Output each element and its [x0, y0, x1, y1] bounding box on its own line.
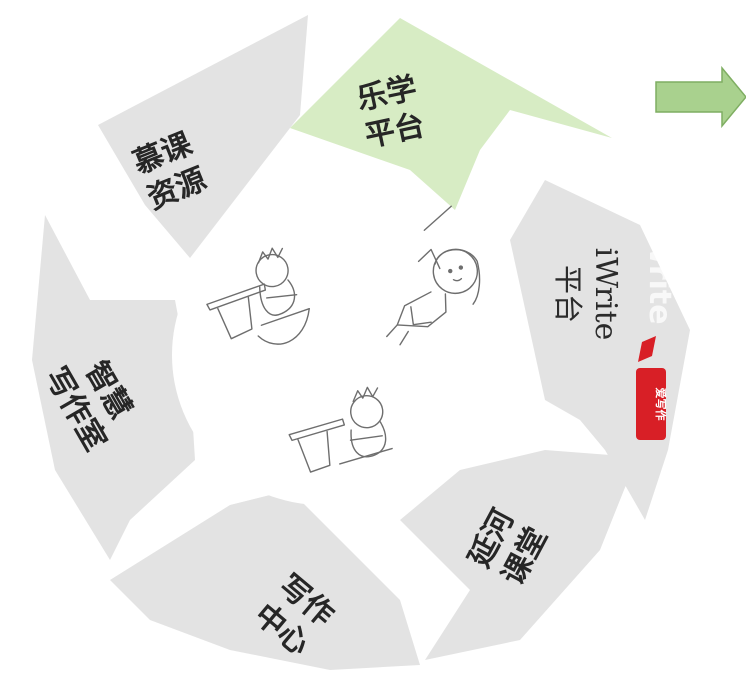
label-iwrite: iWrite 平台	[551, 248, 623, 341]
iwrite-logo-slash	[638, 336, 656, 362]
label-iwrite-line1: iWrite	[588, 248, 623, 341]
segment-yanhe	[400, 450, 630, 660]
student-left-figure	[206, 247, 310, 345]
iwrite-logo: iWrite	[642, 222, 677, 325]
teacher-figure	[386, 205, 481, 346]
iwrite-badge: 爱写作	[636, 368, 668, 440]
label-muke: 慕课 资源	[128, 126, 211, 217]
segment-xiezuo	[110, 490, 420, 670]
iwrite-badge-text: 爱写作	[654, 388, 668, 421]
teacher-students-illustration	[206, 205, 481, 473]
label-iwrite-line2: 平台	[551, 265, 585, 323]
segment-muke	[98, 15, 308, 258]
right-arrow-icon	[655, 65, 746, 129]
iwrite-logo-wordmark: iWrite	[642, 222, 677, 325]
center-disc	[172, 205, 472, 505]
student-bottom-figure	[288, 386, 393, 473]
segment-zhihui	[32, 215, 195, 560]
segment-lexue	[290, 18, 612, 210]
